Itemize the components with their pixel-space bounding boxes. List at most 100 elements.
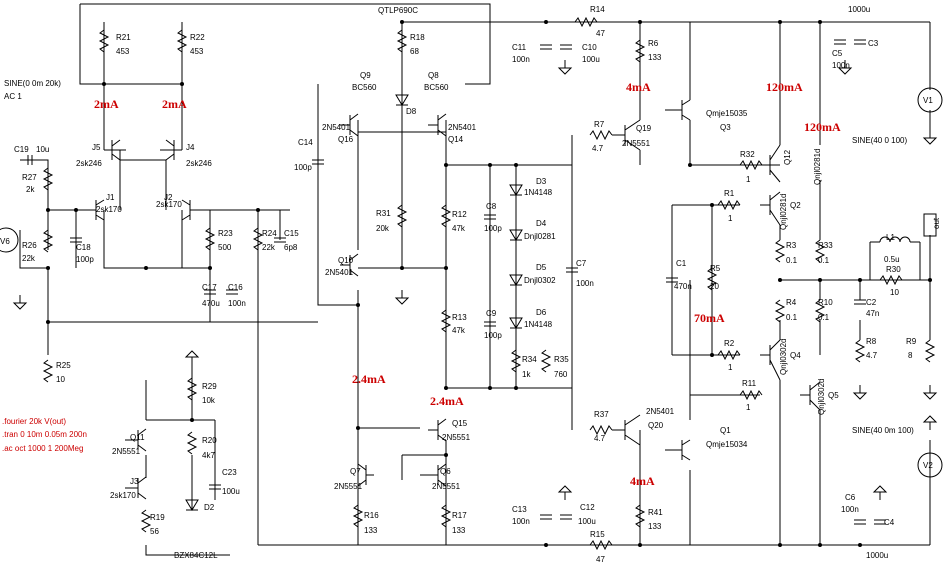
val-q8: BC560 <box>424 83 449 92</box>
ref-c5: C5 <box>832 49 843 58</box>
val-c16: 100n <box>228 299 246 308</box>
val-q6: 2N5551 <box>432 482 461 491</box>
current-annotation-q19: 4mA <box>626 80 651 94</box>
val-r41: 133 <box>648 522 662 531</box>
ref-r19: R19 <box>150 513 165 522</box>
ref-q1: Q1 <box>720 426 731 435</box>
val-r11: 1 <box>746 403 751 412</box>
current-annotation-q12: 120mA <box>804 120 841 134</box>
val-c15: 6p8 <box>284 243 298 252</box>
directive-tran: .tran 0 10m 0.05m 200n <box>2 430 87 439</box>
val-q19: 2N5551 <box>622 139 651 148</box>
val-r20: 4k7 <box>202 451 215 460</box>
val-c13: 100n <box>512 517 530 526</box>
ref-r13: R13 <box>452 313 467 322</box>
ref-r14: R14 <box>590 5 605 14</box>
val-q7: 2N5551 <box>334 482 363 491</box>
val-c1: 470n <box>674 282 692 291</box>
ref-c8: C8 <box>486 202 497 211</box>
ref-d2: D2 <box>204 503 215 512</box>
val-j5: 2sk246 <box>76 159 102 168</box>
val-r37: 4.7 <box>594 434 606 443</box>
directive-ac: .ac oct 1000 1 200Meg <box>2 444 83 453</box>
ref-q7: Q7 <box>350 467 361 476</box>
ref-r35: R35 <box>554 355 569 364</box>
val-q3: Qmje15035 <box>706 109 748 118</box>
ref-r23: R23 <box>218 229 233 238</box>
val-q4: Qnjl0302d <box>779 339 788 375</box>
spice-directives: .fourier 20k V(out) .tran 0 10m 0.05m 20… <box>2 417 87 453</box>
val-r34: 1k <box>522 370 531 379</box>
v2-label: V2 <box>923 461 933 470</box>
val-r4: 0.1 <box>786 313 798 322</box>
ref-d8: D8 <box>406 107 417 116</box>
val-r6: 133 <box>648 53 662 62</box>
ref-d4: D4 <box>536 219 547 228</box>
val-c17: 470u <box>202 299 220 308</box>
val-r12: 47k <box>452 224 466 233</box>
component-labels: R21 453 R22 453 R18 68 R14 47 R6 133 R27… <box>4 5 917 564</box>
val-c23: 100u <box>222 487 240 496</box>
ref-q2: Q2 <box>790 201 801 210</box>
val-c18: 100p <box>76 255 94 264</box>
val-q15: 2N5551 <box>442 433 471 442</box>
ref-r12: R12 <box>452 210 467 219</box>
val-r21: 453 <box>116 47 130 56</box>
ref-q4: Q4 <box>790 351 801 360</box>
val-r25: 10 <box>56 375 65 384</box>
val-c7: 100n <box>576 279 594 288</box>
val-q20: 2N5401 <box>646 407 675 416</box>
ref-r20: R20 <box>202 436 217 445</box>
ref-c13: C13 <box>512 505 527 514</box>
resistor-symbols <box>42 16 936 551</box>
ref-c23: C23 <box>222 468 237 477</box>
ref-r24: R24 <box>262 229 277 238</box>
current-annotation-q15: 2.4mA <box>430 394 464 408</box>
ref-q20: Q20 <box>648 421 664 430</box>
val-q2: Qnjl0281d <box>779 194 788 230</box>
current-annotation-q7: 2.4mA <box>352 372 386 386</box>
val-d4: Dnjl0281 <box>524 232 556 241</box>
val-r32: 1 <box>746 175 751 184</box>
ref-c6: C6 <box>845 493 856 502</box>
ref-q5: Q5 <box>828 391 839 400</box>
ref-c11: C11 <box>512 43 527 52</box>
val-r13: 47k <box>452 326 466 335</box>
inductor-l1-symbol <box>869 236 921 280</box>
ref-r21: R21 <box>116 33 131 42</box>
v2-spec: SINE(40 0m 100) <box>852 426 914 435</box>
ref-r9: R9 <box>906 337 917 346</box>
v1-label: V1 <box>923 96 933 105</box>
ref-c9: C9 <box>486 309 497 318</box>
val-r2: 1 <box>728 363 733 372</box>
ref-r41: R41 <box>648 508 663 517</box>
ref-r33: R33 <box>818 241 833 250</box>
val-d6: 1N4148 <box>524 320 553 329</box>
v6-spec-ac: AC 1 <box>4 92 22 101</box>
output-flag: out <box>923 213 941 237</box>
ref-r31: R31 <box>376 209 391 218</box>
ref-r8: R8 <box>866 337 877 346</box>
val-r29: 10k <box>202 396 216 405</box>
ref-r26: R26 <box>22 241 37 250</box>
ref-r30: R30 <box>886 265 901 274</box>
ref-r5: R5 <box>710 264 721 273</box>
current-annotation-j4: 2mA <box>162 97 187 111</box>
ref-c12: C12 <box>580 503 595 512</box>
val-r27: 2k <box>26 185 35 194</box>
ref-j4: J4 <box>186 143 195 152</box>
opto-label: QTLP690C <box>378 6 418 15</box>
ref-q3: Q3 <box>720 123 731 132</box>
ref-q6: Q6 <box>440 467 451 476</box>
val-q9: BC560 <box>352 83 377 92</box>
ref-r4: R4 <box>786 298 797 307</box>
val-c9: 100p <box>484 331 502 340</box>
val-c6: 100n <box>841 505 859 514</box>
ref-c18: C18 <box>76 243 91 252</box>
v6-label: V6 <box>0 237 10 246</box>
transistor-symbols <box>92 99 821 500</box>
capacitor-symbols <box>27 39 886 525</box>
val-r35: 760 <box>554 370 568 379</box>
cap-1000u-bottom-label: 1000u <box>866 551 888 560</box>
ref-q16: Q16 <box>338 135 354 144</box>
